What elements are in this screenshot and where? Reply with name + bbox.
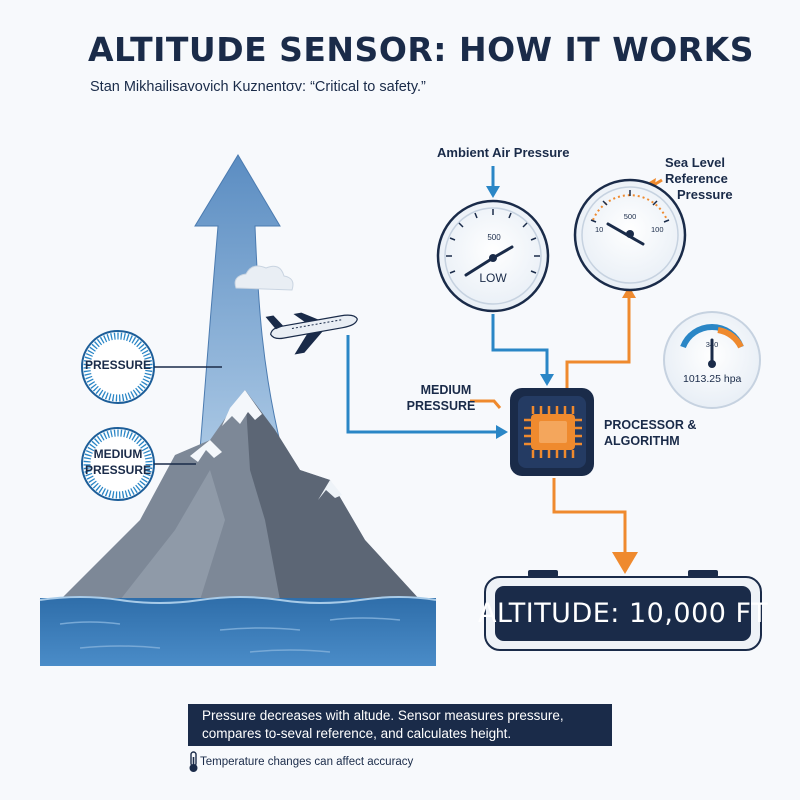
sea-level-gauge [573,178,687,292]
processor-label-line1: PROCESSOR & [604,418,697,432]
small-gauge-mark: 340 [705,340,719,349]
airplane-icon [265,312,358,355]
orange-flow-arrows [470,178,663,556]
sea-level-label-line1: Sea Level [665,155,725,170]
pressure-badge-bottom-label-line2: PRESSURE [84,463,152,477]
blue-arrowheads [486,186,554,439]
altitude-readout: ALTITUDE: 10,000 FT [478,586,768,641]
sea-level-label-line2: Reference [665,171,728,186]
thermometer-icon [189,751,198,772]
temperature-note: Temperature changes can affect accuracy [200,756,414,768]
mountain [60,390,420,600]
pressure-badge-top [81,330,222,404]
medium-pressure-label-line2: PRESSURE [406,399,476,413]
ambient-gauge-mark: 500 [487,233,501,242]
ambient-gauge [436,199,550,313]
altitude-display: ALTITUDE: 10,000 FT [478,576,768,651]
pressure-badge-bottom-label-line1: MEDIUM [93,447,143,461]
sea-level-label-line3: Pressure [677,187,733,202]
sea-water [39,596,437,666]
pressure-badge-bottom [81,427,196,501]
small-gauge [663,311,761,409]
caption-line-1: Pressure decreases with altude. Sensor m… [202,708,564,723]
chip-icon [510,388,594,476]
page-title: ALTITUDE SENSOR: HOW IT WORKS [88,30,755,69]
medium-pressure-label-line1: MEDIUM [420,383,472,397]
ambient-pressure-label: Ambient Air Pressure [437,145,570,160]
page-subtitle: Stan Mikhailisavovich Kuznentσv: “Critic… [90,79,426,95]
processor-label-line2: ALGORITHM [604,434,680,448]
cloud-icon [234,265,294,291]
ambient-gauge-reading: LOW [479,271,507,285]
sea-level-gauge-max: 100 [651,225,664,234]
caption-line-2: compares to-seval reference, and calcula… [202,726,512,741]
display-tabs [528,570,718,577]
pressure-badge-top-label: PRESSURE [84,358,152,372]
sea-level-gauge-min: 10 [595,225,604,234]
small-gauge-reading: 1013.25 hpa [683,373,742,385]
caption-box: Pressure decreases with altude. Sensor m… [188,704,612,746]
blue-flow-arrows [346,166,549,434]
sea-level-gauge-mark: 500 [623,212,637,221]
